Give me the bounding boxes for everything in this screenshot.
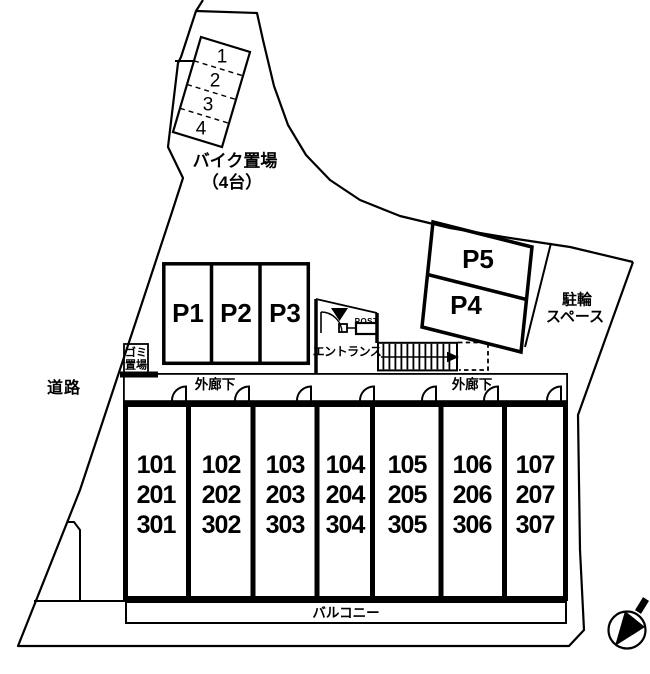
bicycle-space: 駐輪 スペース xyxy=(524,242,604,348)
main-building: 101 201 301 102 202 302 103 203 303 104 … xyxy=(123,402,568,601)
room-number: 205 xyxy=(388,481,428,509)
mailbox-box xyxy=(354,321,379,336)
stairs-landing-dashed xyxy=(458,341,489,371)
corridor-label-right: 外廊下 xyxy=(452,376,493,392)
building-outline xyxy=(123,402,568,601)
bicycle-space-label: スペース xyxy=(546,309,604,326)
balcony-label: バルコニー xyxy=(312,606,379,621)
road-label: 道路 xyxy=(47,378,81,397)
room-number: 303 xyxy=(266,511,305,539)
corridor-label-left: 外廊下 xyxy=(195,376,236,392)
room-number: 201 xyxy=(137,481,177,509)
door-arc xyxy=(234,385,250,401)
compass-circle xyxy=(607,610,647,650)
entrance-area: POST エントランス xyxy=(313,298,382,373)
parking-upper-outline xyxy=(420,219,534,355)
site-boundary-left-bottom-right xyxy=(16,0,635,648)
garbage-label: 置場 xyxy=(125,358,147,372)
door-arc xyxy=(171,385,187,401)
parking-upper-divider xyxy=(427,272,527,302)
door-arc xyxy=(546,385,562,401)
bike-parking-area: 1 2 3 4 バイク置場 （4台） xyxy=(171,35,278,192)
bicycle-space-label: 駐輪 xyxy=(562,291,593,309)
bike-slot-number: 3 xyxy=(203,95,214,116)
room-number: 101 xyxy=(137,451,177,479)
room-number: 307 xyxy=(516,511,555,539)
corridor-outline xyxy=(123,372,569,402)
bicycle-space-border xyxy=(524,242,552,348)
compass xyxy=(607,597,649,650)
parking-row-outline xyxy=(162,262,311,366)
room-number: 103 xyxy=(266,451,305,479)
balcony-outline xyxy=(125,601,567,624)
compass-needle-tail xyxy=(635,597,649,614)
room-number: 207 xyxy=(516,481,555,509)
car-parking-row: P1 P2 P3 xyxy=(162,262,311,366)
garbage-area: ゴミ 置場 xyxy=(120,343,158,378)
door-arc xyxy=(359,385,375,401)
bike-parking-capacity: （4台） xyxy=(202,172,262,192)
lower-wall-step xyxy=(68,521,81,601)
bike-parking-outline xyxy=(171,35,252,149)
post-label: POST xyxy=(355,317,379,326)
room-number: 104 xyxy=(326,451,366,479)
car-parking-upper: P5 P4 xyxy=(420,219,534,355)
parking-stall-label: P5 xyxy=(462,244,494,274)
room-number: 204 xyxy=(326,481,366,509)
garbage-label: ゴミ xyxy=(125,345,147,359)
room-number: 106 xyxy=(453,451,492,479)
outer-corridor: 外廊下 外廊下 xyxy=(123,372,569,402)
site-boundary xyxy=(16,0,635,648)
room-number: 206 xyxy=(453,481,492,509)
bike-slot-number: 2 xyxy=(210,71,221,92)
room-number: 301 xyxy=(137,511,177,539)
stairs xyxy=(377,341,489,372)
entrance-door-arc xyxy=(320,311,343,334)
parking-stall-label: P3 xyxy=(269,298,301,328)
parking-stall-label: P4 xyxy=(450,290,482,320)
room-number: 203 xyxy=(266,481,305,509)
room-number: 107 xyxy=(516,451,555,479)
entrance-roof-line xyxy=(315,298,378,314)
entrance-label: エントランス xyxy=(313,345,382,359)
door-arc xyxy=(296,385,312,401)
room-number: 305 xyxy=(388,511,428,539)
door-arc xyxy=(483,385,499,401)
parking-stall-label: P2 xyxy=(220,298,252,328)
bike-parking-label: バイク置場 xyxy=(193,152,278,171)
parking-stall-label: P1 xyxy=(172,298,204,328)
stairs-arrow-head xyxy=(447,351,459,363)
balcony: バルコニー xyxy=(125,601,567,624)
compass-needle xyxy=(615,611,645,646)
room-number: 302 xyxy=(202,511,241,539)
door-arc xyxy=(421,385,437,401)
bike-slot-number: 4 xyxy=(196,119,207,140)
site-boundary-top-curve xyxy=(195,9,634,264)
room-number: 202 xyxy=(202,481,241,509)
room-number: 306 xyxy=(453,511,492,539)
room-number: 304 xyxy=(326,511,366,539)
bike-slot-number: 1 xyxy=(217,47,228,68)
room-number: 102 xyxy=(202,451,241,479)
room-number: 105 xyxy=(388,451,428,479)
entrance-marker-triangle xyxy=(331,308,348,321)
